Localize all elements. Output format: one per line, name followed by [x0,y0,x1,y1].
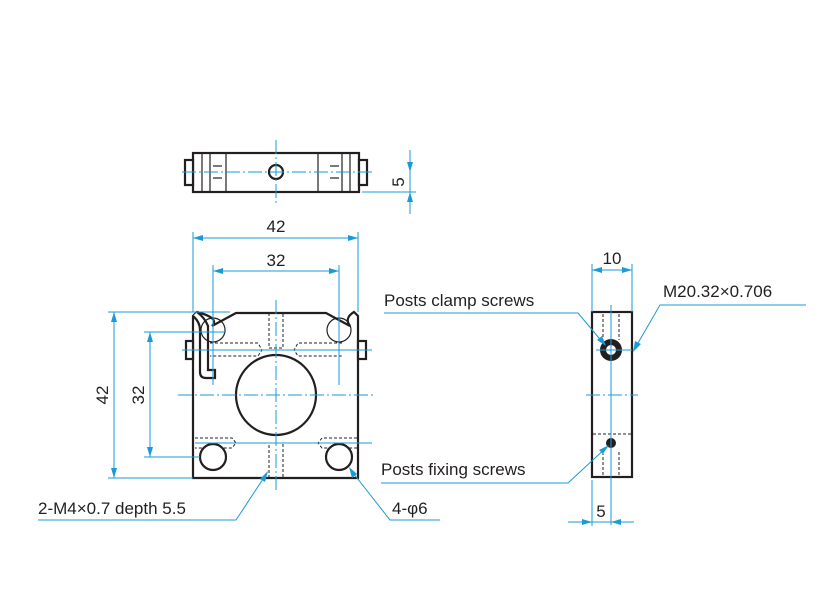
front-view [178,300,374,490]
dimension-front-width-42: 42 [192,217,359,312]
dim-label-32-height: 32 [129,386,148,405]
callout-tapped-holes: 2-M4×0.7 depth 5.5 [38,471,268,521]
thread-spec-label: M20.32×0.706 [663,282,772,301]
dim-label-5-top: 5 [389,177,408,186]
posts-clamp-screws-label: Posts clamp screws [384,291,534,310]
dimension-side-offset-5: 5 [568,480,634,526]
dimension-front-height-32: 32 [129,331,226,458]
callout-posts-clamp-screws: Posts clamp screws [384,291,606,346]
through-holes-label: 4-φ6 [392,499,428,518]
dimension-side-width-10: 10 [591,249,633,312]
callout-thread-spec: M20.32×0.706 [633,282,806,352]
dimension-front-width-32: 32 [212,251,340,385]
posts-fixing-screws-label: Posts fixing screws [381,460,526,479]
dim-label-10: 10 [603,249,622,268]
dim-label-32-width: 32 [267,251,286,270]
dimension-front-height-42: 42 [93,311,230,479]
dim-label-42-width: 42 [267,217,286,236]
dim-label-5-side: 5 [596,502,605,521]
dim-label-42-height: 42 [93,386,112,405]
callout-posts-fixing-screws: Posts fixing screws [381,445,609,484]
dimension-top-thickness: 5 [362,150,416,214]
top-view [182,140,372,203]
tapped-holes-label: 2-M4×0.7 depth 5.5 [38,499,186,518]
callout-through-holes: 4-φ6 [349,467,440,521]
side-view [586,305,638,525]
